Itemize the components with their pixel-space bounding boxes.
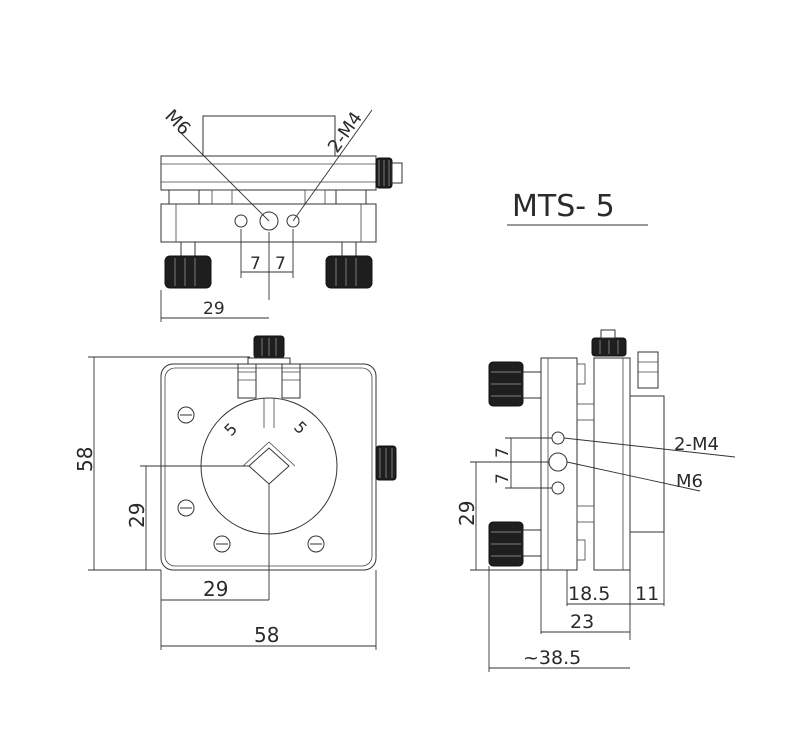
dim-23: 23 — [570, 611, 594, 633]
dim-7-lower: 7 — [493, 473, 513, 484]
front-view: 5 5 58 29 29 58 — [73, 335, 397, 650]
side-view: 2-M4 M6 7 7 29 18.5 11 23 ~38.5 — [455, 329, 736, 672]
dim-11: 11 — [635, 583, 659, 605]
dim-29-width: 29 — [203, 577, 228, 601]
dim-18-5: 18.5 — [568, 583, 610, 605]
callout-2-m4: 2-M4 — [324, 108, 367, 157]
knob-icon — [164, 255, 212, 289]
knob-icon — [253, 335, 285, 359]
dim-29-height-side: 29 — [455, 501, 479, 526]
knob-icon — [488, 521, 524, 567]
knob-icon — [591, 337, 627, 357]
drawing-title: MTS- 5 — [512, 189, 615, 224]
knob-icon — [325, 255, 373, 289]
knob-icon — [488, 361, 524, 407]
top-view: M6 2-M4 7 7 29 — [160, 106, 403, 322]
dim-58-width: 58 — [254, 623, 279, 647]
dim-7-left: 7 — [250, 254, 261, 274]
dim-7-upper: 7 — [493, 447, 513, 458]
callout-m6-side: M6 — [676, 471, 703, 492]
dim-29-top: 29 — [203, 299, 225, 319]
knob-icon — [375, 445, 397, 481]
screw-icon — [213, 535, 231, 553]
dim-7-right: 7 — [275, 254, 286, 274]
dim-38-5: ~38.5 — [523, 647, 581, 669]
callout-2-m4-side: 2-M4 — [674, 434, 719, 455]
mark-5-left: 5 — [220, 419, 241, 440]
screw-icon — [177, 499, 195, 517]
dim-58-height: 58 — [73, 447, 97, 472]
screw-icon — [307, 535, 325, 553]
callout-m6: M6 — [160, 106, 194, 140]
mark-5-right: 5 — [290, 417, 311, 438]
dim-29-height: 29 — [125, 503, 149, 528]
screw-icon — [177, 406, 195, 424]
